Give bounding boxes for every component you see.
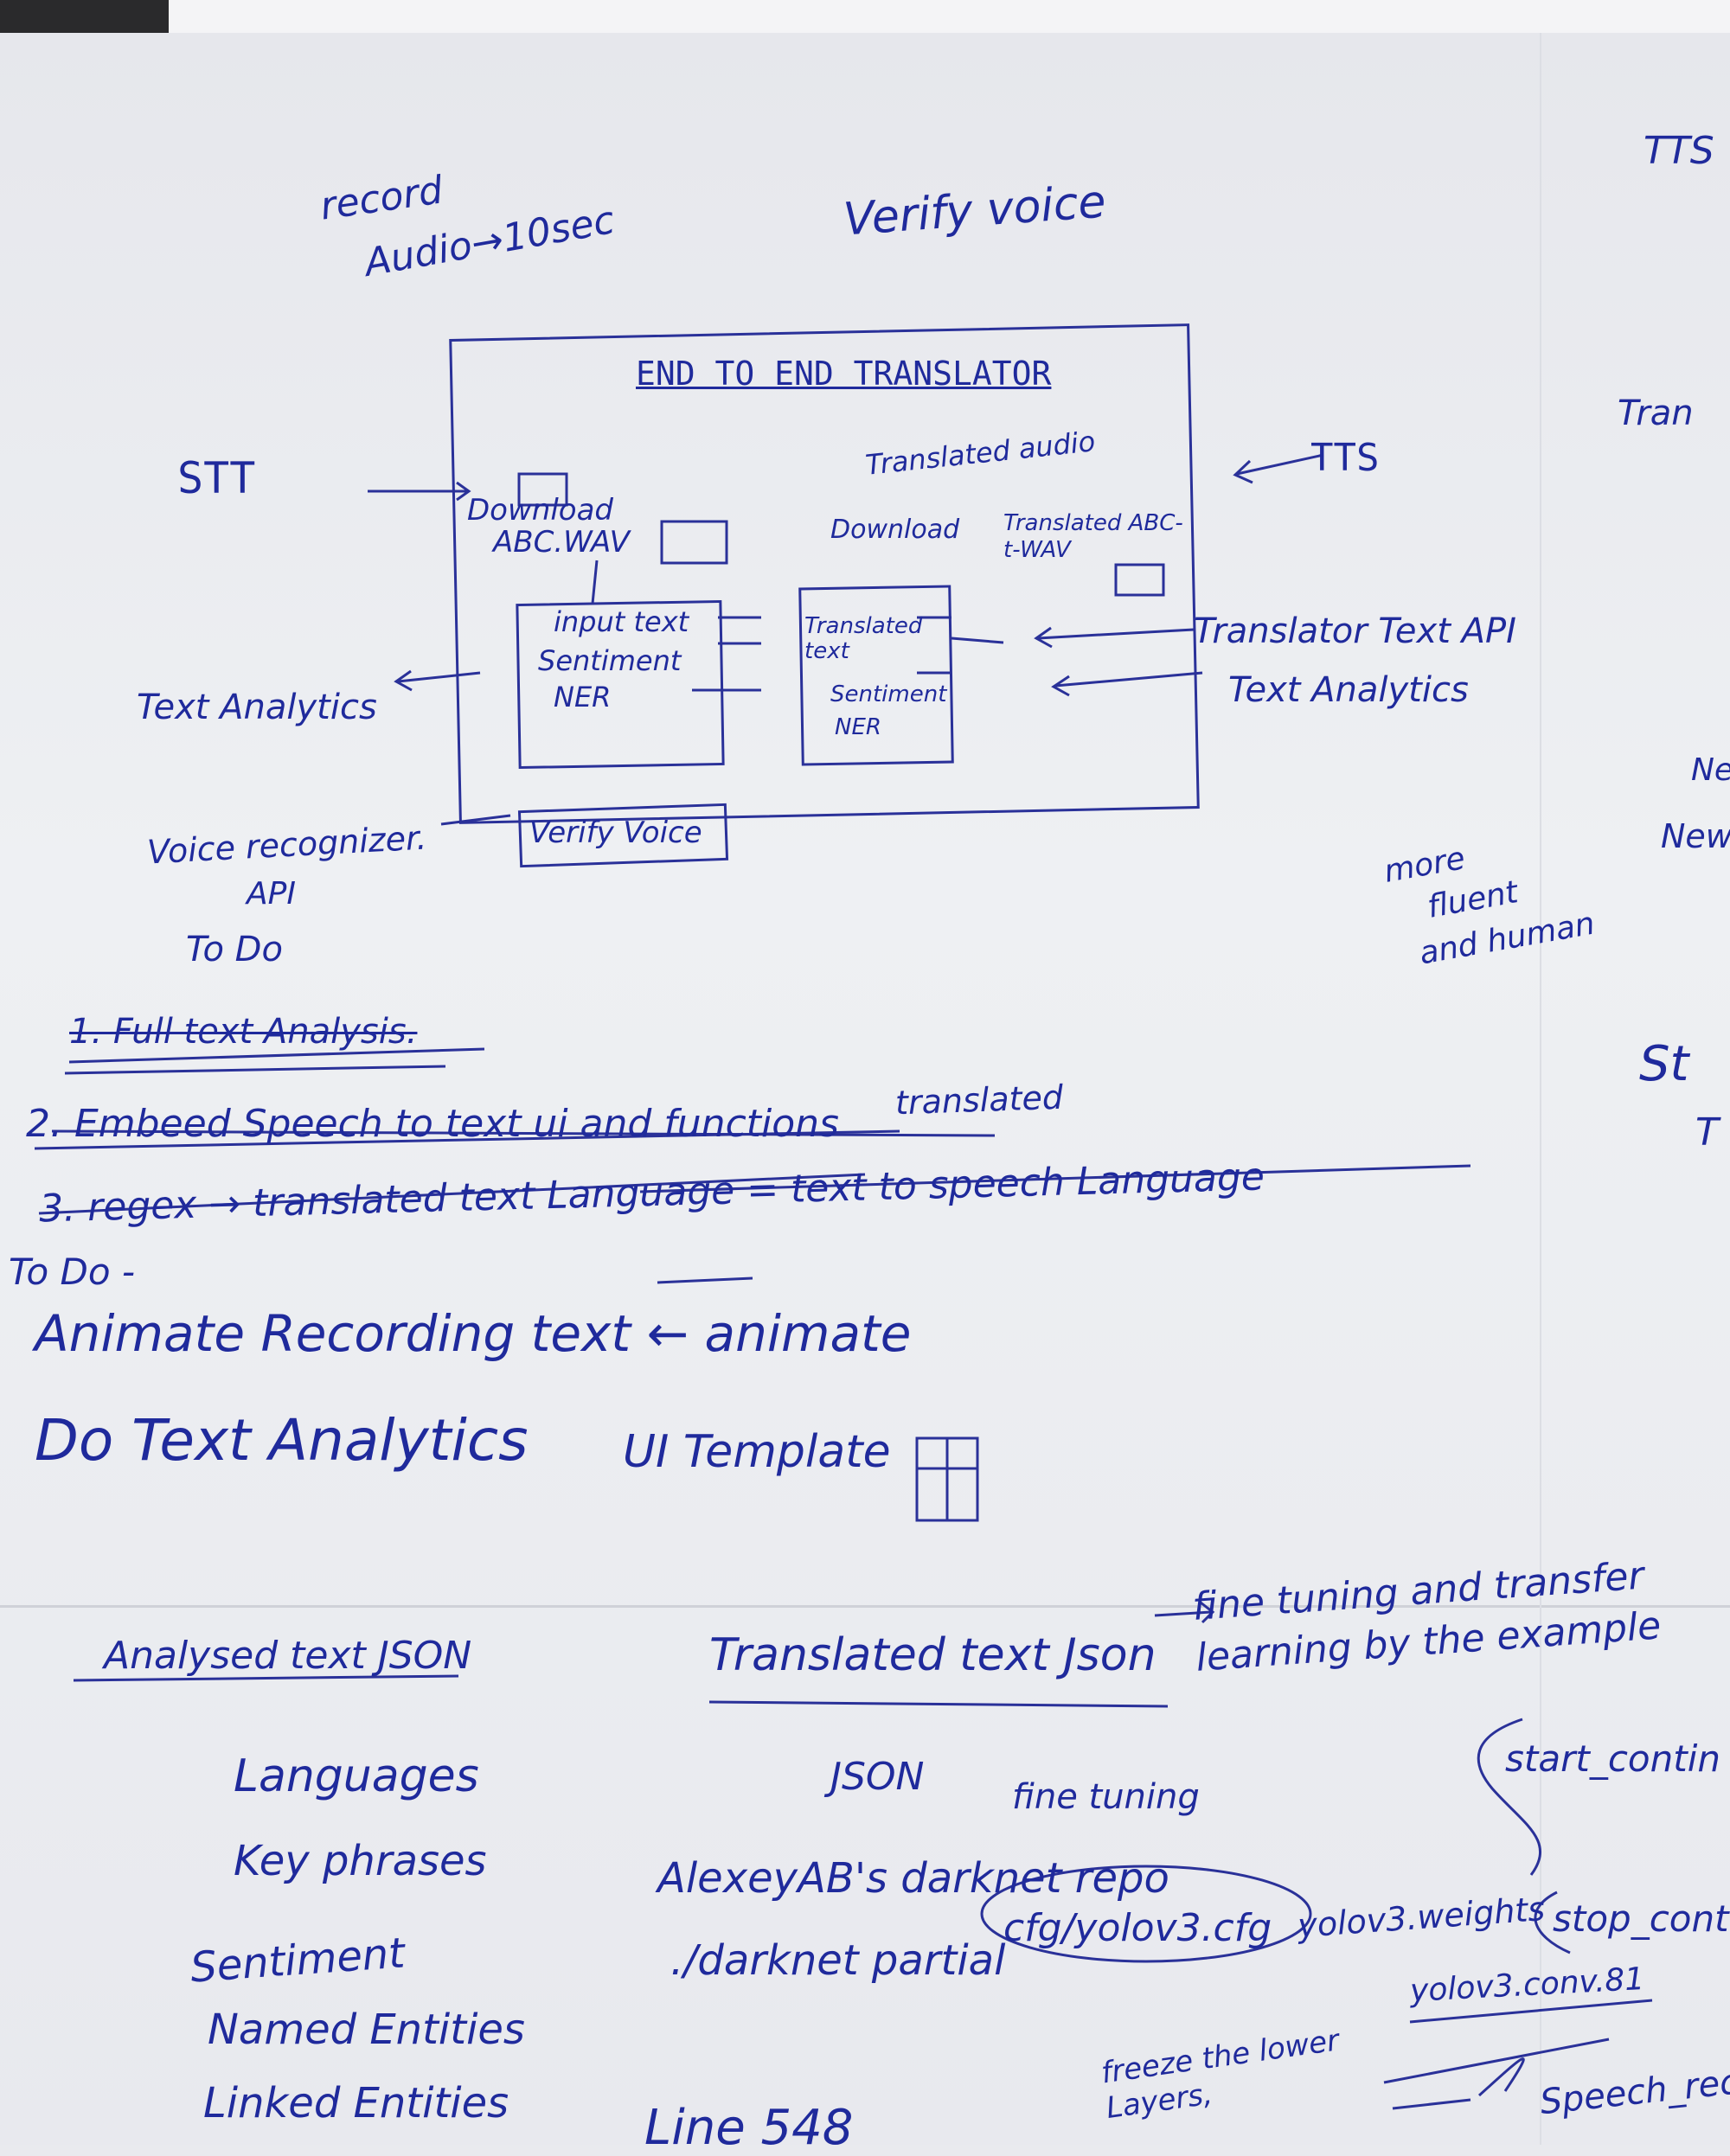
ui-template-label: UI Template <box>623 1426 891 1478</box>
paper-fold-line-vertical <box>1540 33 1541 2145</box>
api-label: API <box>247 876 296 912</box>
right-margin-new: New <box>1661 817 1730 855</box>
paper-top-edge <box>169 0 1730 36</box>
input-ner-item: NER <box>554 681 612 713</box>
translated-ner-item: NER <box>835 714 881 740</box>
start-cont-label: start_contin <box>1505 1737 1720 1780</box>
fine-tuning-label: fine tuning <box>1012 1777 1200 1817</box>
input-text-item: input text <box>554 605 689 638</box>
todo-heading-1: To Do <box>186 930 283 969</box>
cfg-label: cfg/yolov3.cfg <box>1003 1906 1272 1950</box>
todo-item-full-text-analysis: 1. Full text Analysis. <box>69 1012 418 1052</box>
verify-voice-box-label: Verify Voice <box>529 816 702 850</box>
right-margin-st: St <box>1639 1036 1689 1092</box>
paper-fold-line <box>0 1605 1730 1608</box>
translated-sentiment-item: Sentiment <box>830 681 947 707</box>
background-edge <box>0 0 1730 36</box>
translator-text-api-label: Translator Text API <box>1194 611 1516 651</box>
todo-item-animate: Animate Recording text ← animate <box>35 1304 912 1363</box>
download2-label: Download <box>830 515 960 545</box>
darknet-repo-label: AlexeyAB's darknet repo <box>657 1854 1169 1903</box>
json-label: JSON <box>830 1755 925 1799</box>
handwritten-arrows <box>34 453 1653 2110</box>
text-analytics-left-label: Text Analytics <box>137 688 377 727</box>
todo-heading-2: To Do - <box>9 1251 136 1293</box>
text-analytics-right-label: Text Analytics <box>1228 670 1469 710</box>
download-label: Download <box>467 493 614 528</box>
tts-corner-note: TTS <box>1644 129 1714 173</box>
analysed-linked-entities: Linked Entities <box>203 2079 509 2127</box>
stt-label: STT <box>177 453 256 503</box>
input-sentiment-item: Sentiment <box>538 644 682 677</box>
right-margin-tran: Tran <box>1618 393 1694 433</box>
tts-label: TTS <box>1310 436 1380 480</box>
translated-note: translated <box>894 1078 1064 1123</box>
translated-abc-wav-label: Translated ABC-t-WAV <box>1003 510 1183 564</box>
right-margin-ne: Ne <box>1691 752 1730 788</box>
analysed-json-heading: Analysed text JSON <box>104 1634 472 1678</box>
analysed-named-entities: Named Entities <box>208 2006 525 2054</box>
todo-item-text-analytics: Do Text Analytics <box>35 1407 529 1474</box>
todo-item-embed-speech: 2. Embeed Speech to text ui and function… <box>26 1102 839 1146</box>
diagram-title: END TO END TRANSLATOR <box>636 355 1052 393</box>
darknet-partial-label: ./darknet partial <box>670 1936 1006 1985</box>
analysed-languages: Languages <box>234 1750 479 1802</box>
notebook-page: record Audio→10sec Verify voice TTS END … <box>0 33 1730 2153</box>
analysed-key-phrases: Key phrases <box>234 1837 487 1885</box>
abc-wav-label: ABC.WAV <box>493 525 630 560</box>
translated-text-item: Translated text <box>804 613 923 664</box>
stop-cont-label: stop_cont <box>1553 1897 1729 1940</box>
line-number-note: Line 548 <box>644 2100 854 2156</box>
right-margin-t: T <box>1695 1110 1719 1155</box>
translated-json-heading: Translated text Json <box>709 1629 1157 1681</box>
